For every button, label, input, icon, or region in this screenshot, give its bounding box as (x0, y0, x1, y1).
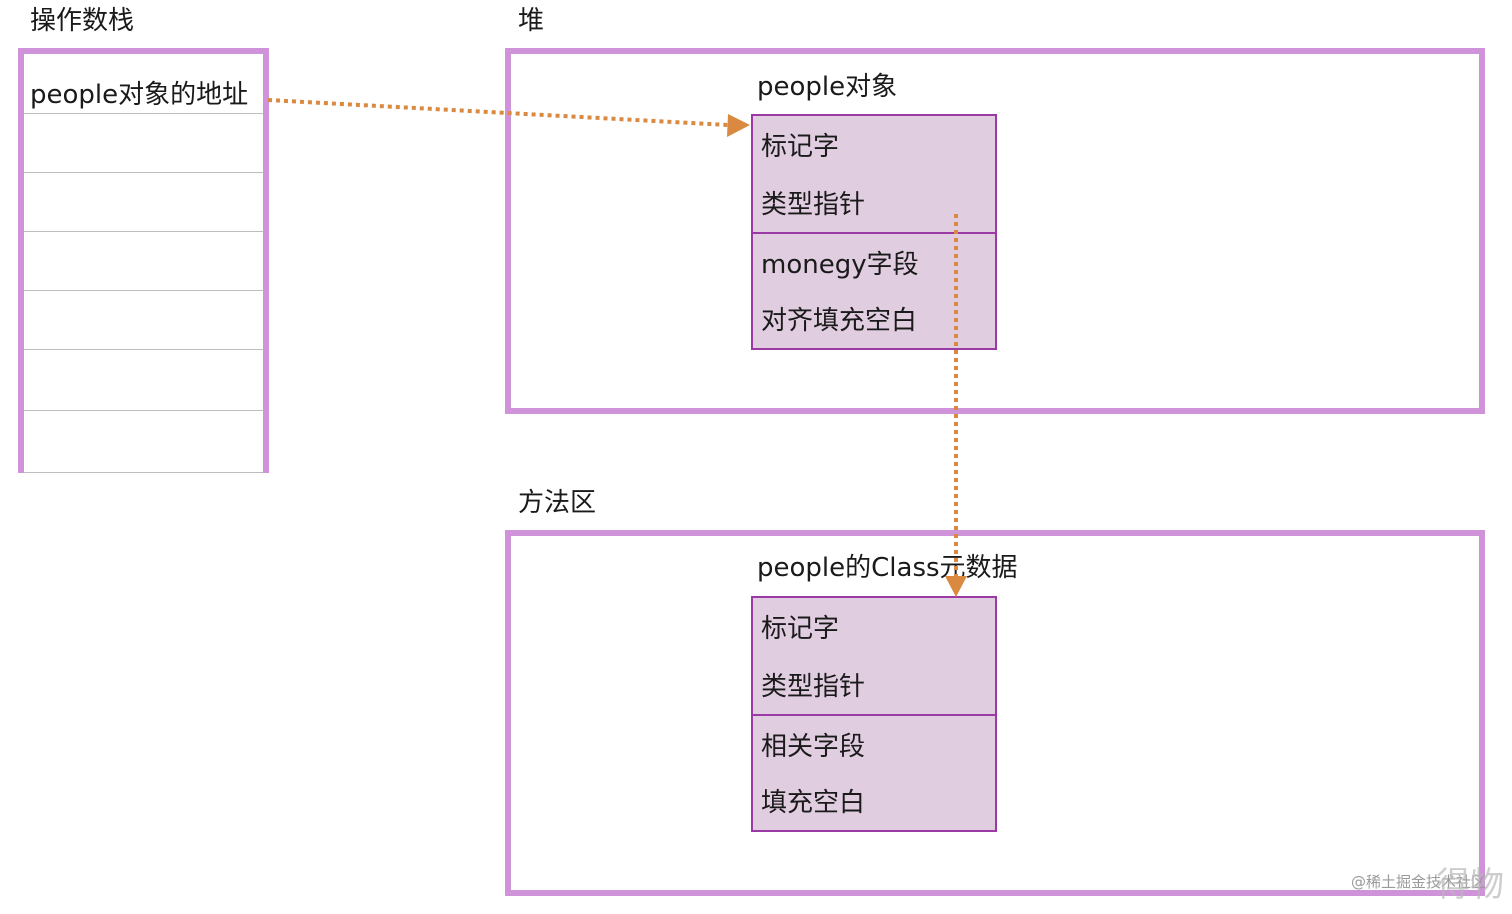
heap-mark-word: 标记字 (761, 132, 840, 162)
class-metadata-object: 标记字 类型指针 相关字段 填充空白 (751, 596, 997, 832)
stack-slot-2 (24, 114, 263, 173)
class-related-fields: 相关字段 (761, 732, 866, 762)
watermark-overlay: 得物 (1436, 865, 1504, 905)
class-mark-word: 标记字 (761, 614, 840, 644)
heap-alignment-padding: 对齐填充空白 (761, 306, 918, 336)
stack-slot-3 (24, 173, 263, 232)
heap-object-title: people对象 (757, 72, 898, 102)
heap-object-body: monegy字段 对齐填充空白 (753, 234, 995, 348)
class-metadata-body: 相关字段 填充空白 (753, 716, 995, 830)
method-area-title: 方法区 (518, 488, 597, 518)
address-to-object-arrow (267, 98, 750, 137)
stack-slot-4 (24, 232, 263, 291)
class-metadata-title: people的Class元数据 (757, 553, 1018, 583)
type-pointer-to-class-arrow (945, 214, 967, 597)
heap-title: 堆 (518, 6, 545, 36)
arrowhead-icon (945, 576, 967, 597)
watermark-text: @稀土掘金技术社区 (1350, 873, 1486, 891)
stack-slot-7 (24, 411, 263, 473)
class-metadata-header: 标记字 类型指针 (753, 598, 995, 716)
stack-slot-5 (24, 291, 263, 350)
stack-slot-1-text: people对象的地址 (30, 80, 249, 110)
heap-type-pointer: 类型指针 (761, 190, 866, 220)
class-padding: 填充空白 (761, 788, 866, 818)
heap-field-monegy: monegy字段 (761, 250, 919, 280)
heap-object: 标记字 类型指针 monegy字段 对齐填充空白 (751, 114, 997, 350)
class-type-pointer: 类型指针 (761, 672, 866, 702)
stack-slot-1: people对象的地址 (24, 54, 263, 114)
arrowhead-icon (727, 114, 750, 137)
operand-stack: people对象的地址 (18, 48, 269, 473)
heap-object-header: 标记字 类型指针 (753, 116, 995, 234)
stack-slot-6 (24, 350, 263, 411)
operand-stack-title: 操作数栈 (30, 6, 135, 36)
